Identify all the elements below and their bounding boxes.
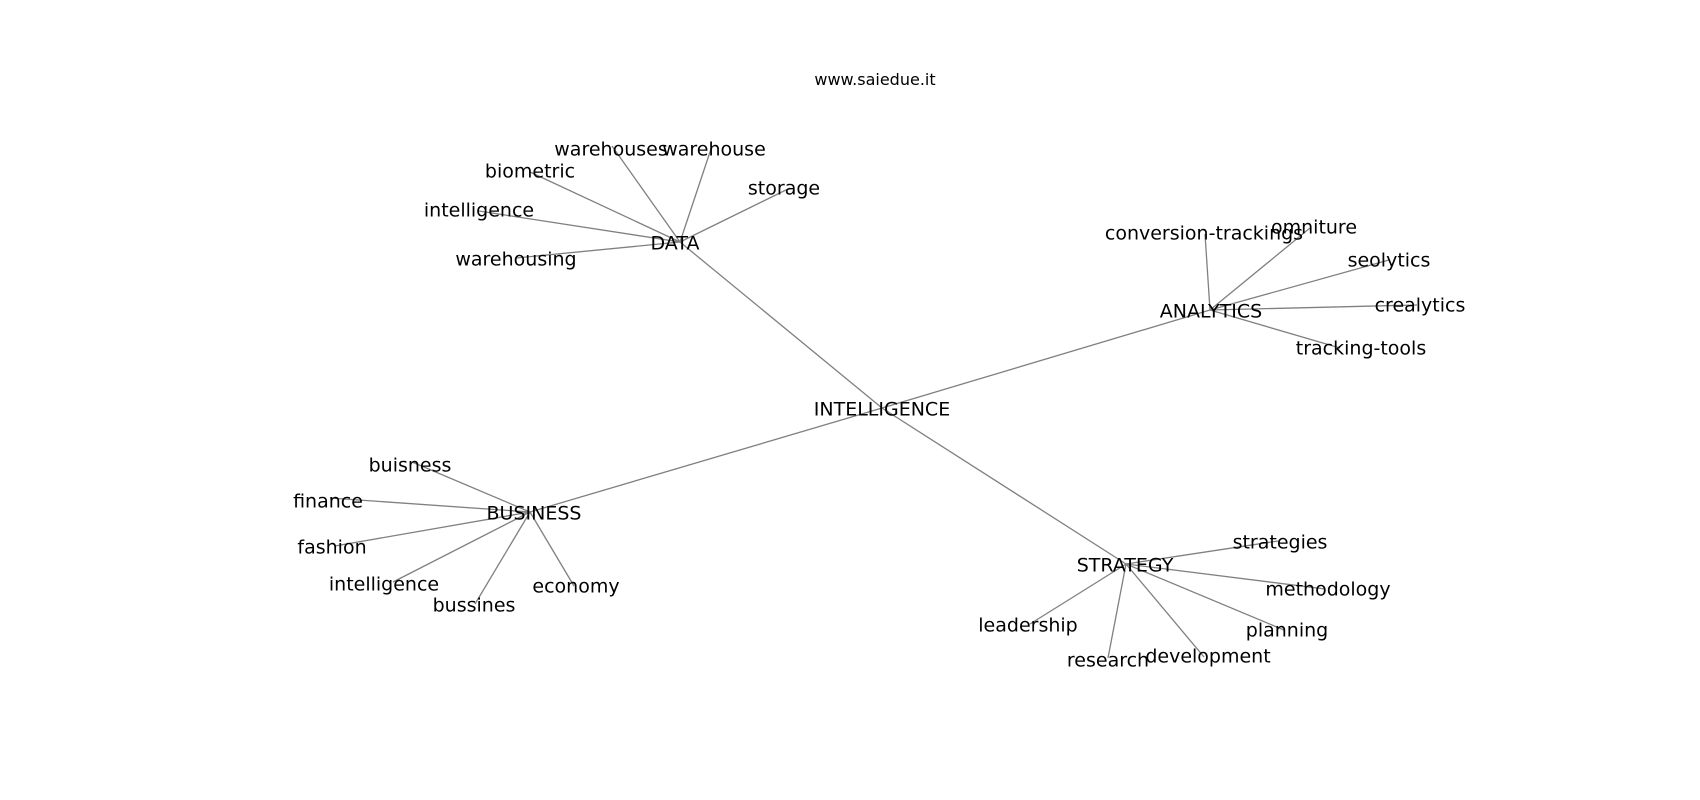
leaf-node-strategy-leadership: leadership: [978, 615, 1077, 637]
edge-business-buisness: [411, 461, 531, 513]
leaf-node-business-bussines: bussines: [433, 595, 516, 617]
watermark-text: www.saiedue.it: [814, 70, 936, 89]
edge-data-warehouses: [611, 145, 681, 243]
edge-analytics-tracking-tools: [1209, 309, 1341, 349]
leaf-node-analytics-crealytics: crealytics: [1375, 295, 1466, 317]
edge-business-finance: [329, 497, 531, 513]
leaf-node-business-fashion: fashion: [297, 537, 366, 559]
leaf-node-analytics-seolytics: seolytics: [1348, 250, 1431, 272]
edge-strategy-planning: [1125, 563, 1285, 631]
leaf-node-strategy-research: research: [1067, 650, 1149, 672]
leaf-node-analytics-tracking-tools: tracking-tools: [1296, 338, 1426, 360]
edge-strategy-development: [1125, 563, 1205, 658]
leaf-node-business-intelligence: intelligence: [329, 574, 439, 596]
edge-analytics-omniture: [1209, 227, 1311, 311]
leaf-node-strategy-strategies: strategies: [1233, 532, 1328, 554]
edge-root-strategy: [881, 407, 1127, 565]
leaf-node-analytics-omniture: omniture: [1271, 217, 1357, 239]
leaf-node-data-warehousing: warehousing: [455, 249, 576, 271]
edge-data-warehouse: [679, 145, 713, 243]
branch-node-strategy: STRATEGY: [1077, 555, 1174, 577]
edge-analytics-seolytics: [1209, 259, 1390, 311]
edge-strategy-research: [1107, 563, 1127, 659]
leaf-node-business-finance: finance: [293, 491, 363, 513]
branch-node-business: BUSINESS: [487, 503, 582, 525]
leaf-node-data-warehouse: warehouse: [662, 139, 766, 161]
leaf-node-business-economy: economy: [532, 576, 619, 598]
leaf-node-analytics-conversion-trackings: conversion-trackings: [1105, 223, 1303, 245]
edge-root-analytics: [881, 309, 1211, 409]
edge-analytics-conversion-trackings: [1204, 233, 1211, 311]
leaf-node-business-buisness: buisness: [369, 455, 452, 477]
root-node-label: INTELLIGENCE: [814, 399, 950, 421]
edge-root-business: [529, 407, 883, 513]
edge-data-biometric: [529, 171, 681, 243]
edge-business-economy: [529, 511, 575, 587]
edge-data-storage: [679, 187, 791, 243]
edge-business-fashion: [334, 511, 531, 547]
edge-strategy-strategies: [1125, 540, 1279, 565]
leaf-node-strategy-development: development: [1145, 646, 1270, 668]
edge-data-intelligence: [478, 210, 681, 243]
leaf-node-data-biometric: biometric: [485, 161, 575, 183]
edge-strategy-leadership: [1029, 563, 1127, 625]
branch-node-data: DATA: [651, 233, 700, 255]
leaf-node-data-intelligence: intelligence: [424, 200, 534, 222]
edge-business-bussines: [474, 511, 531, 605]
edge-business-intelligence: [392, 511, 531, 583]
edge-strategy-methodology: [1125, 563, 1326, 590]
leaf-node-strategy-methodology: methodology: [1265, 579, 1390, 601]
leaf-node-data-warehouses: warehouses: [554, 139, 667, 161]
edge-analytics-crealytics: [1209, 304, 1418, 311]
branch-node-analytics: ANALYTICS: [1160, 301, 1262, 323]
leaf-node-data-storage: storage: [748, 178, 820, 200]
edge-root-data: [679, 241, 883, 409]
leaf-node-strategy-planning: planning: [1246, 620, 1328, 642]
edge-data-warehousing: [515, 241, 681, 259]
